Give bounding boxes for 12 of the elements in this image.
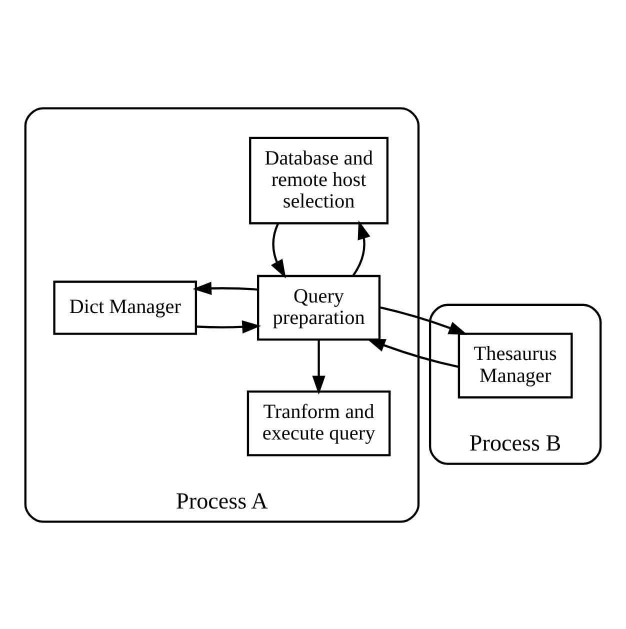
arrow (352, 220, 370, 276)
node-box: Tranform and execute query (246, 390, 391, 456)
arrow (380, 306, 468, 334)
node-box: Query preparation (257, 274, 381, 340)
arrow (270, 222, 286, 278)
arrow (312, 339, 326, 394)
node-box: Database and remote host selection (249, 136, 388, 224)
node-box: Dict Manager (53, 280, 198, 334)
node-box: Thesaurus Manager (458, 332, 573, 398)
arrow (196, 320, 262, 333)
arrow (192, 281, 258, 294)
arrow (366, 338, 459, 368)
